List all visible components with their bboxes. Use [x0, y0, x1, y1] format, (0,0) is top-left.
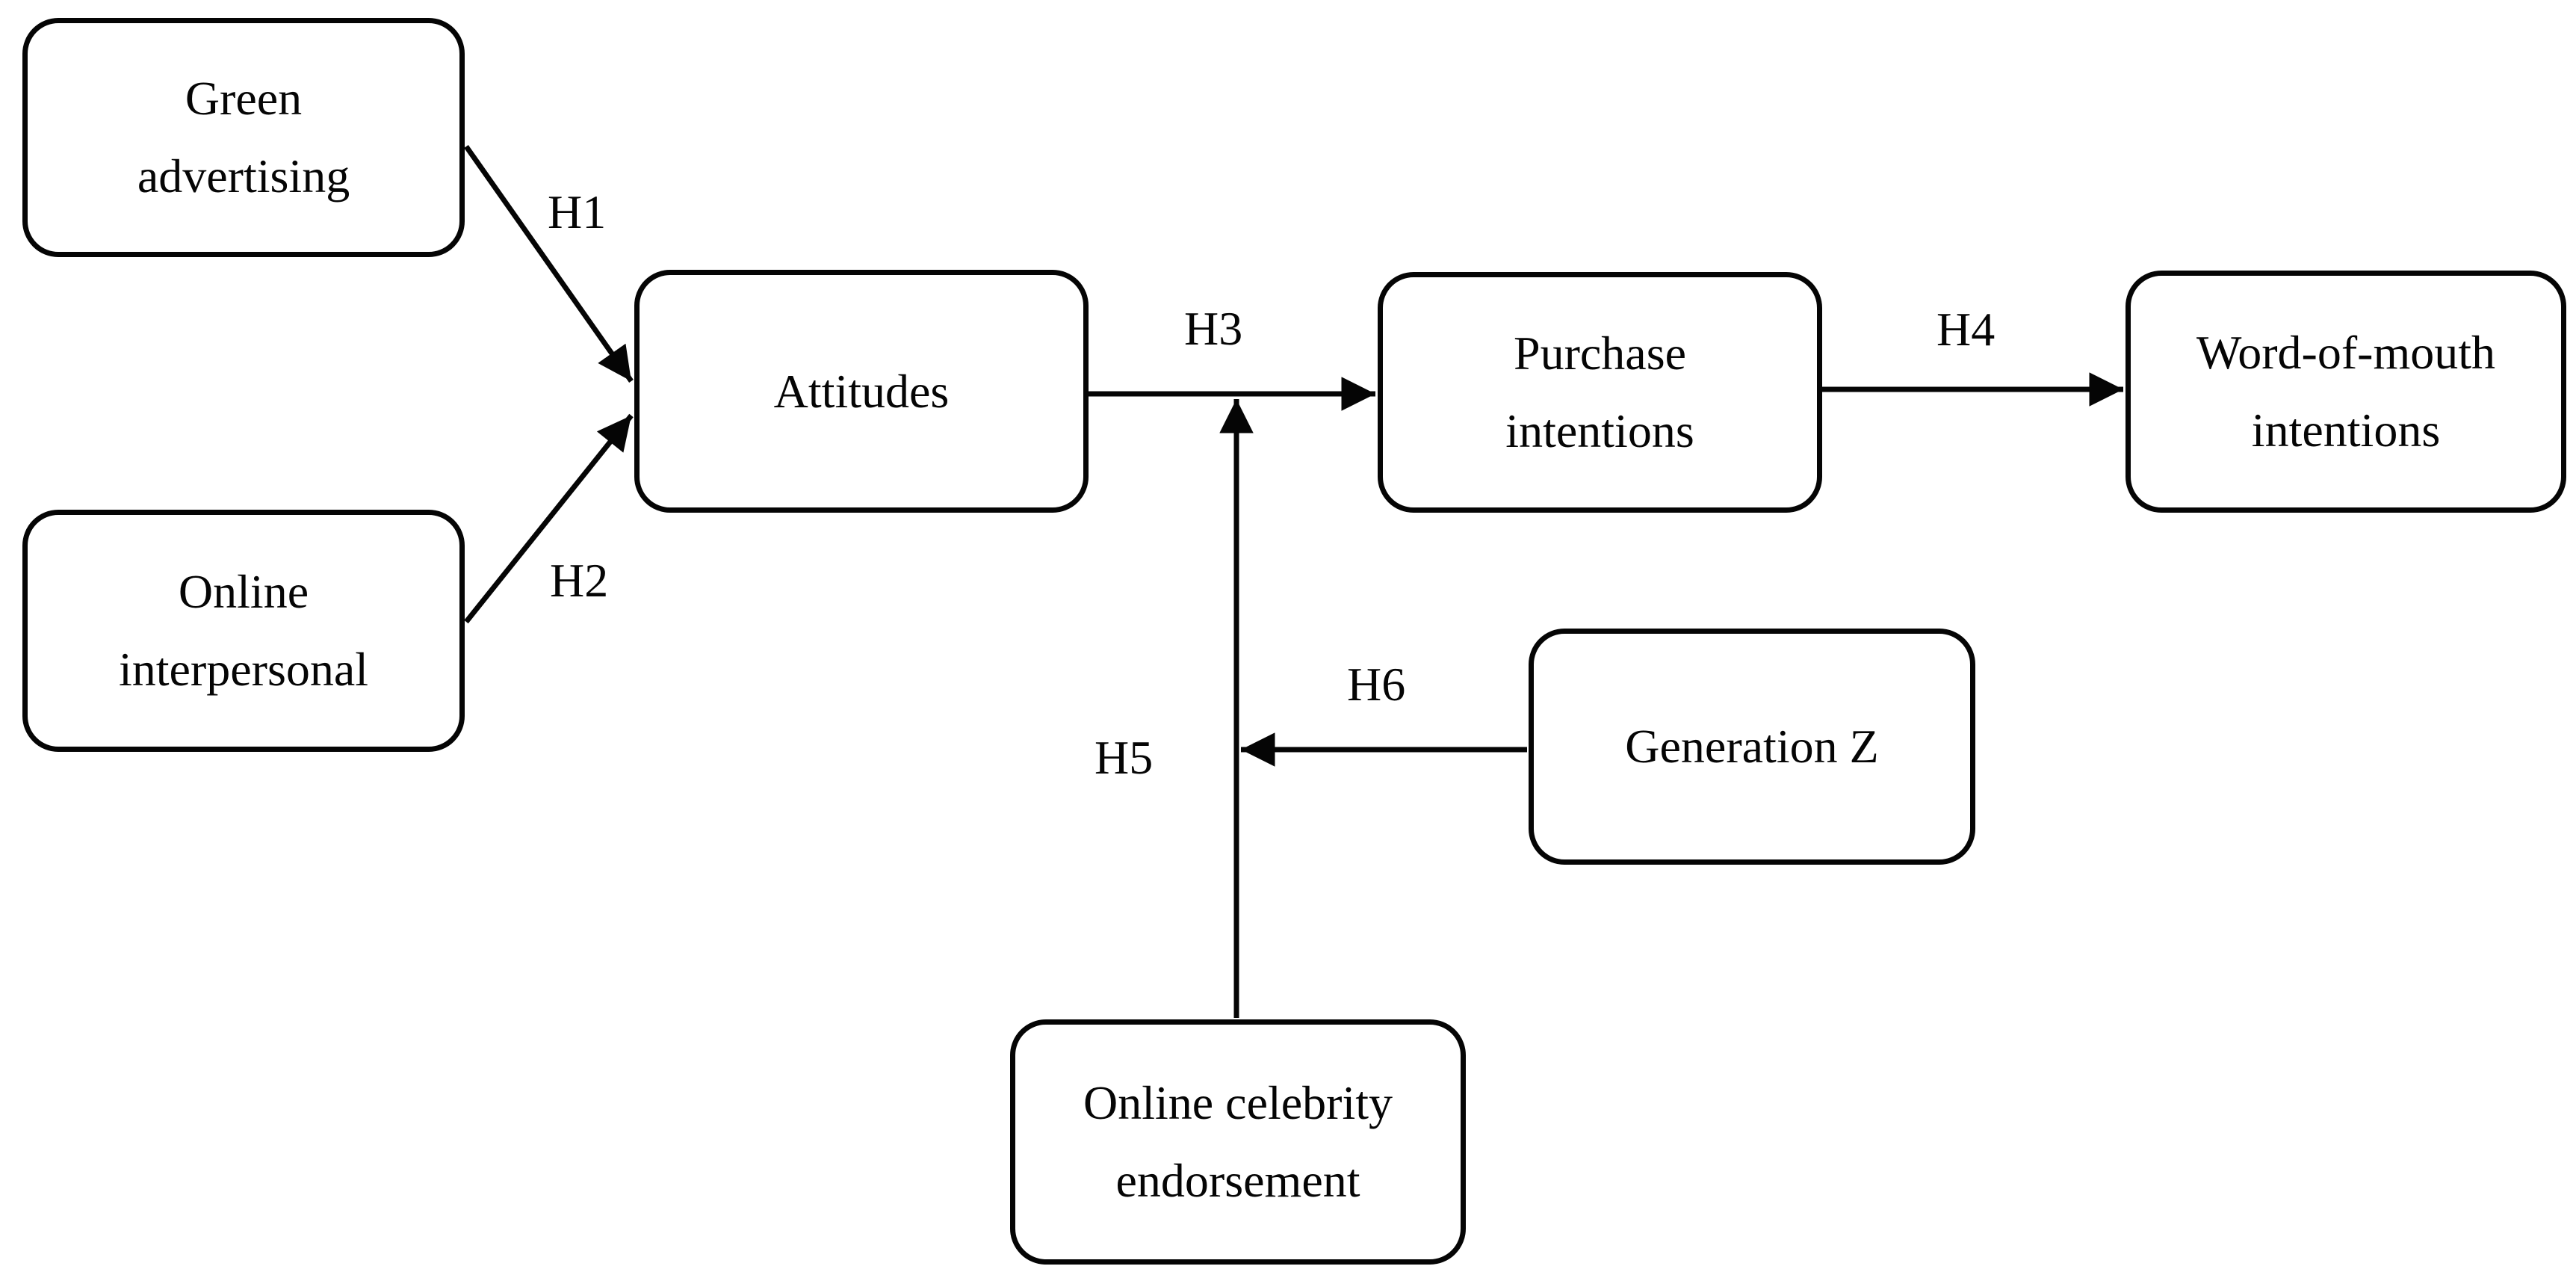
arrow-h1 [464, 144, 634, 383]
node-label-line: intentions [1505, 404, 1694, 457]
node-generation-z: Generation Z [1529, 629, 1975, 865]
node-green-advertising: Green advertising [22, 18, 465, 257]
node-label-line: Word-of-mouth [2196, 326, 2496, 380]
node-word-of-mouth-intentions: Word-of-mouth intentions [2125, 271, 2566, 513]
node-label-line: Online celebrity [1083, 1076, 1393, 1130]
node-label-line: Generation Z [1625, 720, 1879, 774]
node-label-line: Purchase [1513, 327, 1687, 380]
hypothesis-label-h4: H4 [1936, 303, 1996, 356]
hypothesis-label-h5: H5 [1095, 731, 1154, 784]
node-label-line: Green [185, 72, 303, 126]
node-attitudes: Attitudes [634, 270, 1089, 513]
node-label-line: Online [178, 565, 309, 619]
hypothesis-label-h6: H6 [1347, 658, 1406, 711]
hypothesis-label-h3: H3 [1184, 302, 1243, 355]
node-label-line: endorsement [1115, 1154, 1360, 1207]
node-online-celebrity-endorsement: Online celebrity endorsement [1010, 1019, 1466, 1265]
hypothesis-label-h1: H1 [548, 185, 607, 238]
node-online-interpersonal: Online interpersonal [22, 510, 465, 752]
node-label-line: interpersonal [118, 643, 369, 696]
node-label-line: intentions [2251, 404, 2441, 457]
hypothesis-label-h2: H2 [550, 554, 609, 607]
node-label-line: advertising [137, 149, 350, 203]
node-label-line: Attitudes [773, 364, 950, 418]
arrow-h2 [464, 413, 634, 624]
node-purchase-intentions: Purchase intentions [1378, 272, 1822, 513]
